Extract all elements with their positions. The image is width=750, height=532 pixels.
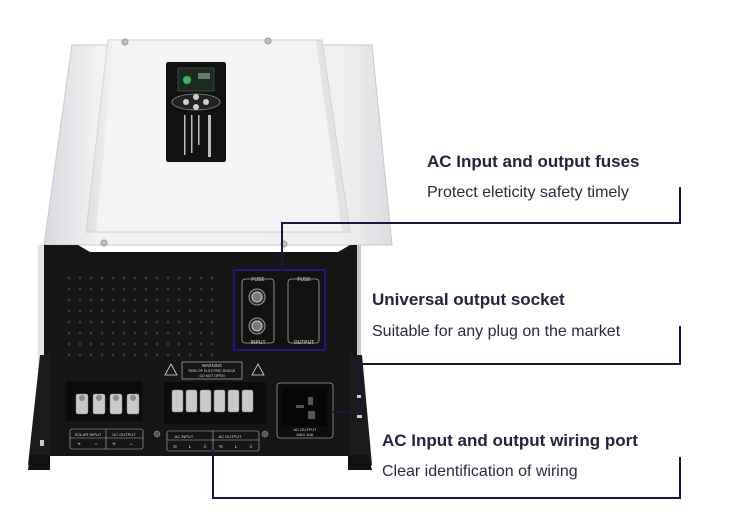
callout-line-socket-right — [679, 326, 681, 365]
left-button — [183, 99, 189, 105]
svg-text:+: + — [112, 442, 116, 448]
screw-icon — [264, 37, 272, 45]
callout-line-socket-horizontal-short — [331, 411, 363, 413]
fuse-left-bottom-label: INPUT — [251, 340, 266, 346]
fuse-box: FUSE INPUT FUSE OUTPUT — [233, 269, 326, 351]
hazard-icon — [251, 363, 265, 376]
svg-text:RISK OF ELECTRIC SHOCK: RISK OF ELECTRIC SHOCK — [189, 369, 237, 373]
screw-icon — [121, 38, 129, 46]
fuse-right-bottom-label: OUTPUT — [294, 340, 315, 346]
svg-text:⏚: ⏚ — [248, 443, 253, 450]
screw-icon — [100, 239, 108, 247]
callout-line-wiring-horizontal — [212, 497, 681, 499]
warning-label: WARNING RISK OF ELECTRIC SHOCK DO NOT OP… — [164, 361, 265, 380]
right-button — [203, 99, 209, 105]
svg-text:L: L — [189, 444, 192, 449]
svg-text:N: N — [219, 444, 222, 449]
callout-line-socket-horizontal — [361, 363, 681, 365]
svg-text:⏚: ⏚ — [202, 443, 207, 450]
callout-line-fuses-vertical — [281, 222, 283, 270]
fuse-holder-output — [248, 317, 266, 335]
fuse-holder-input — [248, 288, 266, 306]
svg-text:N: N — [173, 444, 176, 449]
svg-text:L: L — [235, 444, 238, 449]
callout-title-socket: Universal output socket — [372, 290, 565, 309]
callout-line-wiring-right — [679, 457, 681, 499]
svg-text:DO NOT OPEN: DO NOT OPEN — [199, 374, 224, 378]
dc-output-label: DC OUTPUT — [112, 432, 136, 437]
svg-text:+: + — [77, 442, 81, 448]
callout-line-wiring-vertical — [212, 450, 214, 498]
ac-output-socket: AC OUTPUT MAX 10A — [276, 382, 334, 439]
callout-line-fuses-right — [679, 187, 681, 224]
control-panel — [166, 62, 226, 162]
fuse-left-top-label: FUSE — [251, 277, 265, 283]
callout-title-fuses: AC Input and output fuses — [427, 152, 640, 171]
callout-desc-wiring: Clear identification of wiring — [382, 463, 578, 480]
vent-grille — [62, 275, 222, 357]
svg-text:WARNING: WARNING — [202, 363, 222, 368]
ac-output-label: AC OUTPUT — [218, 434, 242, 439]
solar-input-label: SOLAR INPUT — [75, 432, 102, 437]
hazard-icon — [164, 363, 178, 376]
callout-title-wiring: AC Input and output wiring port — [382, 431, 638, 450]
socket-label: AC OUTPUT — [293, 427, 317, 432]
svg-text:−: − — [129, 442, 133, 448]
callout-line-socket-vertical — [361, 363, 363, 413]
down-button — [193, 104, 199, 110]
ac-input-label: AC INPUT — [175, 434, 194, 439]
up-button — [193, 94, 199, 100]
svg-text:−: − — [94, 442, 98, 448]
socket-rating: MAX 10A — [297, 432, 314, 437]
callout-line-fuses-horizontal — [281, 222, 680, 224]
ac-terminal-block: AC INPUT AC OUTPUT N L ⏚ N L ⏚ — [153, 382, 269, 452]
callout-desc-socket: Suitable for any plug on the market — [372, 323, 621, 340]
callout-desc-fuses: Protect eleticity safety timely — [427, 184, 629, 201]
dc-terminal-block: SOLAR INPUT DC OUTPUT + − + − — [66, 381, 144, 450]
fuse-right-top-label: FUSE — [297, 277, 311, 283]
